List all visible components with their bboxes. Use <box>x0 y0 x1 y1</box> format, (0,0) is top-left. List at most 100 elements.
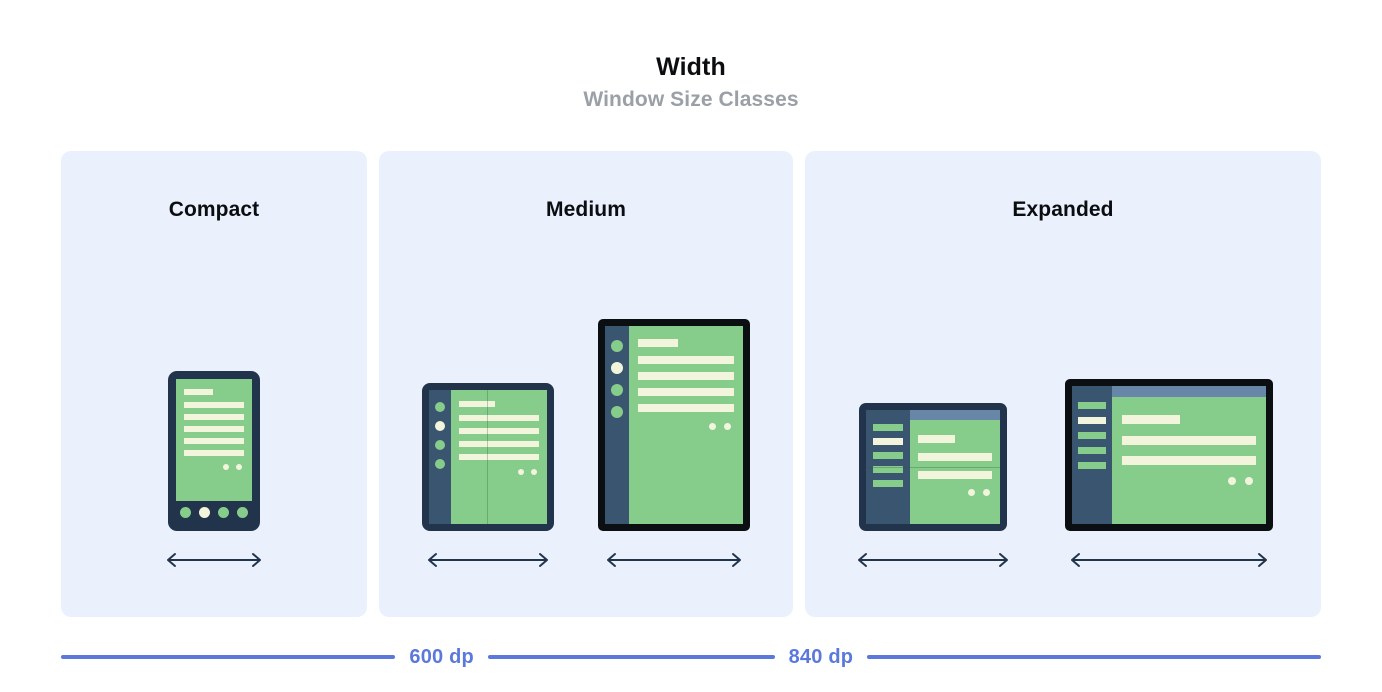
foldable-content <box>451 390 547 524</box>
content-dot <box>518 469 524 475</box>
content-dots <box>184 464 244 470</box>
page-subtitle: Window Size Classes <box>583 88 799 111</box>
device-slot-foldable-landscape <box>853 403 1013 571</box>
sidebar-bar <box>1078 402 1106 409</box>
sidebar-bar <box>1078 447 1106 454</box>
scale-rule-medium <box>487 655 775 659</box>
app-top-bar <box>910 410 1000 420</box>
panel-title-expanded: Expanded <box>1012 198 1114 221</box>
nav-dot <box>180 506 191 518</box>
device-group-expanded <box>805 271 1321 571</box>
width-arrow-expanded-tablet <box>1066 549 1272 571</box>
content-dot <box>983 489 990 496</box>
content-bar <box>1122 456 1256 465</box>
width-arrow-expanded-foldable <box>853 549 1013 571</box>
width-arrow-medium-foldable <box>423 549 553 571</box>
content-lines <box>451 390 547 524</box>
phone-bottom-nav <box>176 501 252 523</box>
breakpoint-scale: 600 dp 840 dp <box>61 642 1322 672</box>
breakpoint-label-600dp: 600 dp <box>409 645 474 668</box>
content-bar <box>184 426 244 432</box>
double-arrow-icon <box>167 553 261 567</box>
tablet-portrait-device <box>598 319 750 531</box>
panel-compact: Compact <box>61 151 367 617</box>
tablet-landscape-screen <box>1072 386 1266 524</box>
content-bar <box>638 356 734 364</box>
content-bar <box>459 401 495 407</box>
content-bar <box>184 414 244 420</box>
content-bar <box>184 389 213 395</box>
sidebar-bar-selected <box>1078 417 1106 424</box>
device-slot-tablet-landscape <box>1065 379 1273 571</box>
foldable-landscape-device <box>859 403 1007 531</box>
rail-dot <box>435 440 445 450</box>
nav-sidebar <box>1072 386 1112 524</box>
foldable-landscape-screen <box>866 410 1000 524</box>
rail-dot <box>611 406 623 418</box>
double-arrow-icon <box>1071 553 1267 567</box>
panel-medium: Medium <box>379 151 793 617</box>
breakpoint-label-840dp: 840 dp <box>788 645 854 668</box>
content-dot <box>1228 477 1236 485</box>
sidebar-bar <box>873 466 903 473</box>
phone-content <box>176 379 252 501</box>
foldable-portrait-device <box>422 383 554 531</box>
rail-dot-selected <box>435 421 445 431</box>
diagram-header: Width Window Size Classes <box>0 0 1382 114</box>
sidebar-bar <box>873 452 903 459</box>
content-bar <box>1122 415 1180 424</box>
double-arrow-icon <box>428 553 548 567</box>
tablet-landscape-device <box>1065 379 1273 531</box>
content-bar <box>918 453 992 461</box>
content-dots <box>918 489 992 496</box>
device-group-compact <box>61 271 367 571</box>
panel-expanded: Expanded <box>805 151 1321 617</box>
sidebar-bar <box>873 480 903 487</box>
sidebar-bar <box>1078 462 1106 469</box>
panel-title-medium: Medium <box>546 198 626 221</box>
panel-title-compact: Compact <box>168 198 260 221</box>
fold-seam <box>487 390 489 524</box>
device-slot-phone-portrait <box>162 371 266 571</box>
content-lines <box>910 420 1000 524</box>
tablet-content <box>629 326 743 524</box>
content-dots <box>1122 477 1256 485</box>
rail-dot <box>435 402 445 412</box>
content-dot <box>968 489 975 496</box>
content-bar <box>918 435 955 443</box>
device-slot-tablet-portrait <box>598 319 750 571</box>
tablet-landscape-content <box>1112 386 1266 524</box>
page-title: Width <box>656 53 726 81</box>
width-arrow-compact <box>162 549 266 571</box>
nav-dot <box>218 506 229 518</box>
rail-dot <box>611 384 623 396</box>
rail-dot-selected <box>611 362 623 374</box>
nav-dot <box>237 506 248 518</box>
content-bar <box>459 428 539 434</box>
nav-dot-selected <box>199 506 210 518</box>
content-dot <box>1245 477 1253 485</box>
phone-screen <box>176 379 252 523</box>
fold-seam <box>866 467 1000 468</box>
content-dot <box>236 464 242 470</box>
content-lines <box>1112 397 1266 524</box>
content-dot <box>223 464 229 470</box>
app-top-bar <box>1112 386 1266 397</box>
content-dot <box>531 469 537 475</box>
scale-rule-compact <box>61 655 396 659</box>
width-arrow-medium-tablet <box>602 549 746 571</box>
content-bar <box>184 402 244 408</box>
content-dots <box>459 469 539 475</box>
content-bar <box>638 388 734 396</box>
device-slot-foldable-portrait <box>422 383 554 571</box>
sidebar-bar-selected <box>873 438 903 445</box>
phone-portrait-device <box>168 371 260 531</box>
content-bar <box>184 438 244 444</box>
foldable-screen <box>429 390 547 524</box>
content-bar <box>638 372 734 380</box>
content-bar <box>459 415 539 421</box>
content-dot <box>724 423 731 430</box>
nav-rail <box>429 390 451 524</box>
foldable-landscape-content <box>910 410 1000 524</box>
content-lines <box>629 326 743 524</box>
